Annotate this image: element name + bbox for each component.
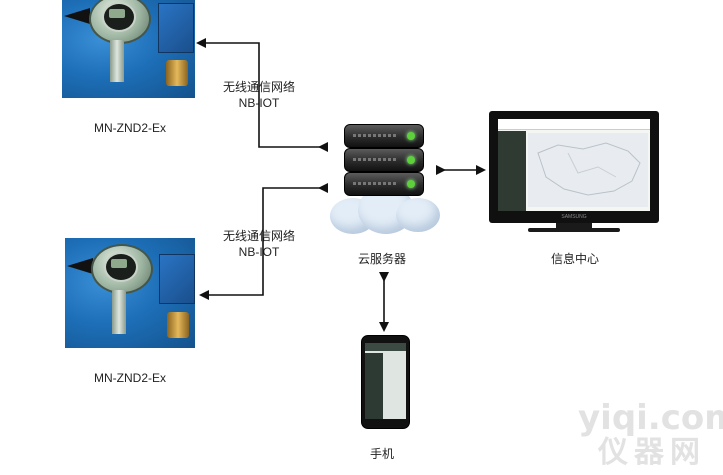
screen-map xyxy=(528,133,648,207)
monitor-caption: 信息中心 xyxy=(550,252,599,266)
phone-screen xyxy=(365,343,406,419)
display-face xyxy=(104,252,138,282)
top-device-arrow xyxy=(196,38,328,152)
antenna-icon xyxy=(67,258,93,274)
status-led-icon xyxy=(407,180,415,188)
phone-caption: 手机 xyxy=(369,447,394,461)
monitor-base xyxy=(528,228,620,232)
lcd-display xyxy=(111,259,127,268)
bottom-device-caption: MN-ZND2-Ex xyxy=(94,371,166,385)
top-device-caption: MN-ZND2-Ex xyxy=(94,121,166,135)
sensor-stem xyxy=(110,40,124,82)
valve-actuator xyxy=(159,254,195,304)
screen-sidebar xyxy=(498,131,526,211)
cloud-icon xyxy=(396,198,440,232)
phone-menu xyxy=(365,353,383,419)
sensor-stem xyxy=(112,290,126,334)
bottom-device-photo xyxy=(65,238,195,348)
monitor-frame: SAMSUNG xyxy=(489,111,659,223)
lcd-display xyxy=(109,9,125,18)
monitor-brand: SAMSUNG xyxy=(561,214,587,220)
server-caption: 云服务器 xyxy=(357,252,406,266)
server-unit-bottom xyxy=(344,172,424,196)
monitor-stand xyxy=(556,223,592,228)
server-unit-top xyxy=(344,124,424,148)
server-unit-middle xyxy=(344,148,424,172)
status-led-icon xyxy=(407,132,415,140)
watermark-line1: yiqi.com xyxy=(578,398,723,438)
valve-actuator xyxy=(158,3,194,53)
watermark-line2: 仪器网 xyxy=(598,435,706,470)
cloud-server xyxy=(322,118,442,238)
top-device-photo xyxy=(62,0,195,98)
status-led-icon xyxy=(407,156,415,164)
brass-valve xyxy=(166,60,188,86)
brass-valve xyxy=(167,312,189,338)
bottom-device-arrow xyxy=(199,183,328,300)
mobile-phone xyxy=(361,335,410,429)
antenna-icon xyxy=(64,8,90,24)
monitor-screen xyxy=(498,119,650,211)
